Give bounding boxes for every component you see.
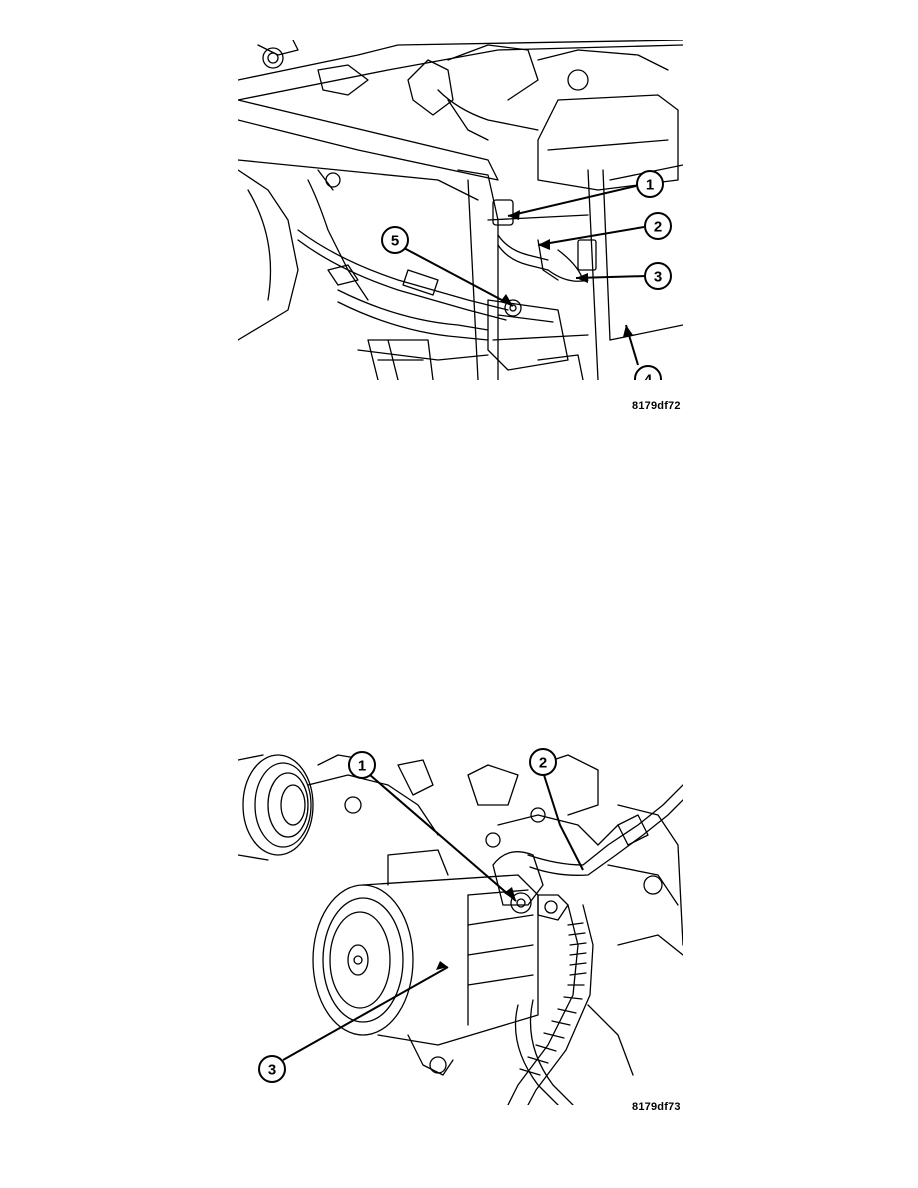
callout-4-label: 4 (644, 372, 653, 381)
figure-compressor: 1 2 3 (237, 745, 684, 1106)
callout-2-label: 2 (654, 219, 662, 236)
callout-2 (529, 748, 557, 776)
callout-1-label: 1 (358, 758, 366, 775)
callout-3-label: 3 (654, 269, 662, 286)
callout-2 (644, 212, 672, 240)
callout-2-label: 2 (539, 755, 547, 772)
callout-3 (258, 1055, 286, 1083)
figure-compressor-illustration: 1 2 3 (237, 748, 684, 1106)
figure-id-label: 8179df72 (632, 400, 681, 412)
figure-id-label: 8179df73 (632, 1101, 681, 1113)
callout-1-label: 1 (646, 177, 654, 194)
callout-3 (644, 262, 672, 290)
figure-condenser-illustration: 1 2 3 4 5 (237, 39, 684, 393)
callout-1 (636, 170, 664, 198)
callout-3-label: 3 (268, 1062, 276, 1079)
figure-condenser-lines: 1 2 3 4 5 (237, 39, 684, 393)
callout-1 (348, 751, 376, 779)
callout-5 (381, 226, 409, 254)
callout-5-label: 5 (391, 233, 399, 250)
